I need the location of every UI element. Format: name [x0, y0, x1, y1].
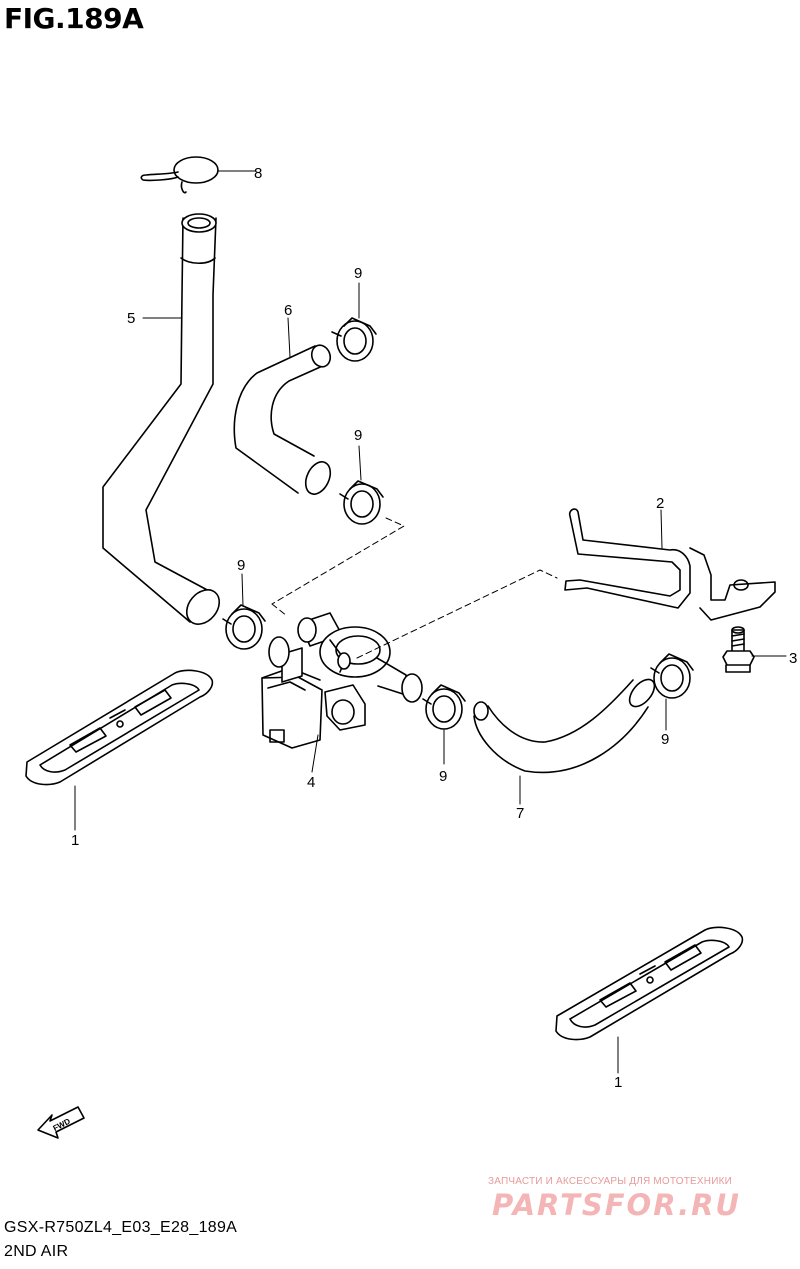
- callout-1-upper: 1: [71, 832, 79, 849]
- callout-6: 6: [284, 302, 292, 319]
- callout-9-b: 9: [354, 427, 362, 444]
- hose-part-5: [102, 213, 221, 625]
- valve-part-4: [261, 612, 423, 773]
- callout-9-c: 9: [237, 557, 245, 574]
- model-code: GSX-R750ZL4_E03_E28_189A: [4, 1219, 238, 1236]
- hose-part-6: [233, 317, 332, 495]
- clamp-part-9-e: [650, 653, 694, 731]
- watermark-brand: PARTSFOR.RU: [492, 1188, 741, 1222]
- clamp-part-9-b: [339, 445, 384, 525]
- figure-title: FIG.189A: [4, 2, 144, 35]
- reed-plate-part-1-lower: [555, 926, 744, 1074]
- cap-part-8: [140, 156, 256, 194]
- callout-8: 8: [254, 165, 262, 182]
- callout-labels: 8 5 6 9 9 9 9 9 2 3 4 7 1 1 FWD: [52, 165, 798, 1133]
- bracket-part-2: [564, 508, 776, 621]
- figure-subtitle: 2ND AIR: [4, 1243, 69, 1260]
- connection-lines: [271, 517, 558, 659]
- clamp-part-9-c: [222, 573, 266, 650]
- callout-9-a: 9: [354, 265, 362, 282]
- hose-part-7: [473, 678, 656, 805]
- callout-3: 3: [789, 650, 797, 667]
- reed-plate-part-1-upper: [25, 669, 214, 831]
- callout-9-d: 9: [439, 768, 447, 785]
- callout-2: 2: [656, 495, 664, 512]
- callout-9-e: 9: [661, 731, 669, 748]
- callout-4: 4: [307, 774, 315, 791]
- callout-1-lower: 1: [614, 1074, 622, 1091]
- clamp-part-9-d: [422, 684, 466, 765]
- callout-5: 5: [127, 310, 135, 327]
- watermark-tagline: ЗАПЧАСТИ И АКСЕССУАРЫ ДЛЯ МОТОТЕХНИКИ: [488, 1176, 733, 1187]
- callout-7: 7: [516, 805, 524, 822]
- clamp-part-9-a: [331, 282, 377, 362]
- fwd-arrow-icon: [37, 1106, 85, 1139]
- bolt-part-3: [722, 626, 787, 673]
